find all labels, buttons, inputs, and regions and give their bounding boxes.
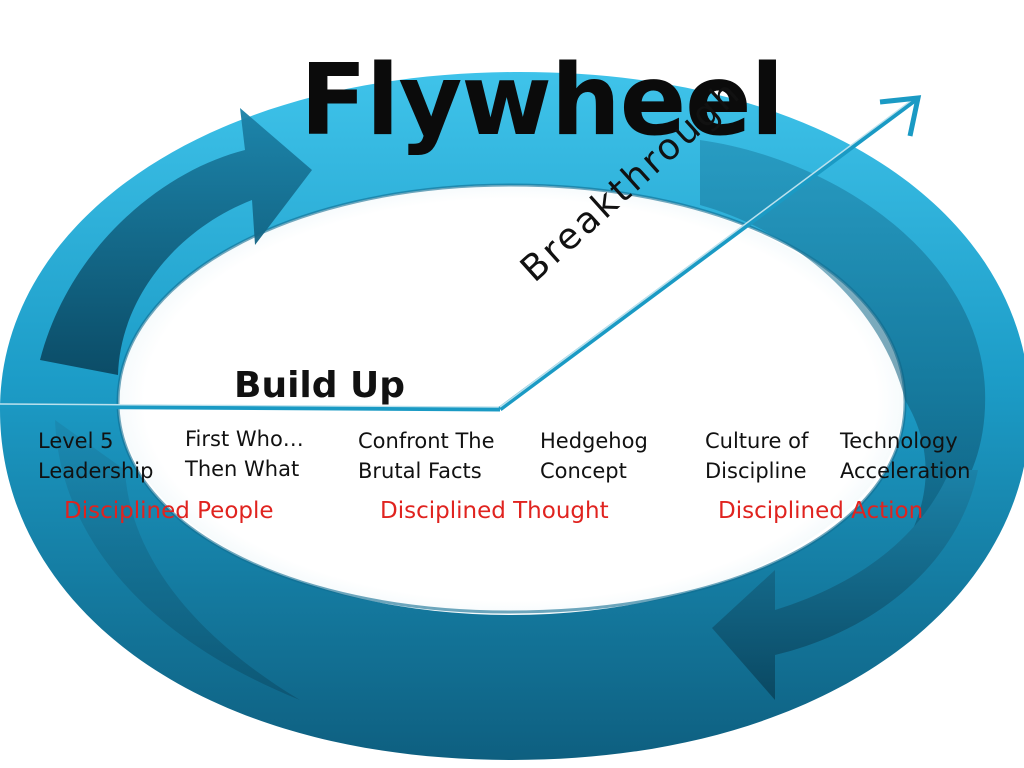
- group-disciplined-action: Disciplined Action: [718, 498, 924, 524]
- rotation-arrow-left-sweep: [55, 420, 300, 700]
- build-up-line: [0, 403, 501, 412]
- stage-confront-brutal-facts: Confront The Brutal Facts: [358, 429, 495, 483]
- build-up-label: Build Up: [234, 365, 406, 406]
- stage-hedgehog-concept: Hedgehog Concept: [540, 429, 648, 483]
- flywheel-ring: [0, 72, 1024, 760]
- stage-level-5-leadership: Level 5 Leadership: [38, 429, 154, 483]
- stage-technology-acceleration: Technology Acceleration: [840, 429, 971, 483]
- rotation-arrow-bottom-icon: [712, 470, 978, 700]
- page-title: Flywheel: [300, 44, 784, 158]
- group-disciplined-people: Disciplined People: [64, 498, 274, 524]
- breakthrough-arrow-icon: [498, 95, 922, 412]
- group-disciplined-thought: Disciplined Thought: [380, 498, 609, 524]
- rotation-arrow-top-icon: [40, 108, 312, 375]
- stage-first-who: First Who… Then What: [185, 427, 304, 481]
- rotation-arrow-right-icon: [700, 140, 986, 545]
- stage-culture-of-discipline: Culture of Discipline: [705, 429, 809, 483]
